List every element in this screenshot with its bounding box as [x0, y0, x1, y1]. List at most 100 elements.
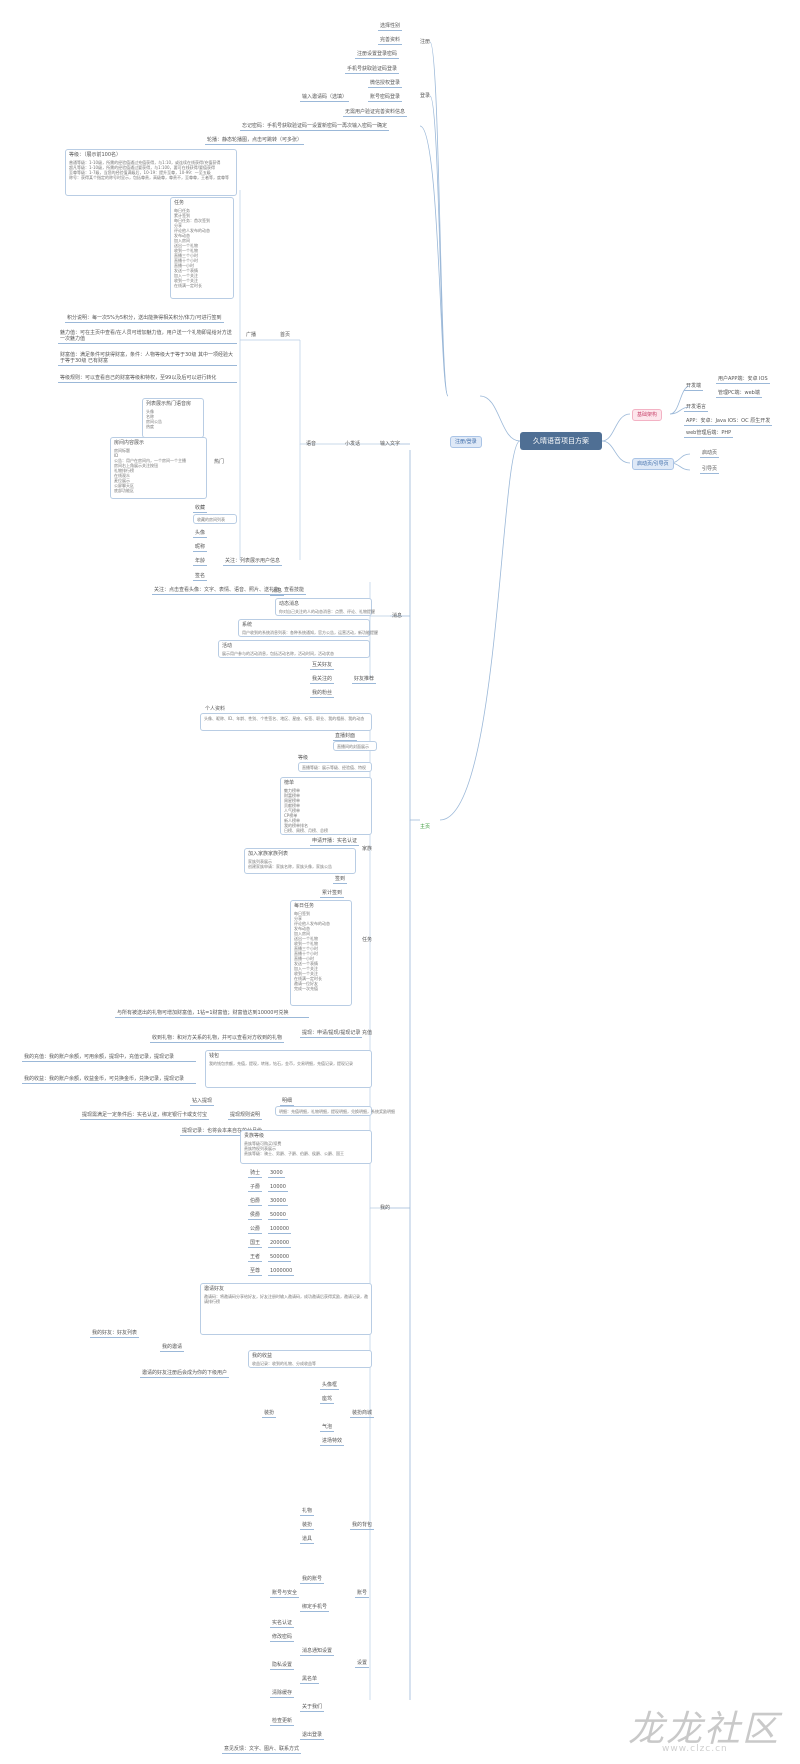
branch-tech[interactable]: 基础架构 — [632, 409, 663, 421]
pack-item-2: 道具 — [300, 1536, 315, 1544]
noble-6: 王者 — [248, 1254, 263, 1262]
reg-item-1: 完善资料 — [378, 37, 403, 45]
gift-note: 与所有被送出的礼物可增加财富值，1钻=1财富值；财富值达到10000可兑换 — [115, 1010, 309, 1018]
income-desc: 收益记录：收到的礼物、分成收益等 — [252, 1361, 316, 1366]
nickname-label: 昵称 — [193, 544, 208, 552]
setting-item-1: 隐私设置 — [270, 1662, 295, 1670]
login-register: 注册 — [420, 39, 431, 45]
wallet-title: 钱包 — [209, 1053, 220, 1059]
noble-price-1: 10000 — [268, 1184, 288, 1192]
rank-line: 贡献榜单 — [284, 803, 300, 808]
level-mark-note: 等级规则：可以查看自己的财富等级和特权，至99以及后可以进行转化 — [58, 375, 237, 383]
task-line: 在线满一定时长 — [174, 283, 202, 288]
noble-line: 贵族等级：骑士、男爵、子爵、伯爵、侯爵、公爵、国王 — [244, 1151, 344, 1156]
notify-desc: 展示用户参与的活动消息，包括活动名称，活动时间，活动状态 — [222, 651, 334, 656]
dress-item-1: 座驾 — [320, 1396, 335, 1404]
account-item-0: 我的账号 — [300, 1576, 325, 1584]
my-withdraw: 我的收益：我的账户余额，收益金币，可兑换金币，兑换记录，提现记录 — [22, 1076, 196, 1084]
rec-box: 列表展示热门语音房 头像 名称 房间公告 热度 — [142, 398, 204, 438]
daily-line: 直播一小时 — [294, 956, 314, 961]
daily-line: 分享 — [294, 916, 302, 921]
dyn-title: 动态消息 — [279, 601, 300, 607]
setting-item-3: 清除缓存 — [270, 1690, 295, 1698]
daily-line: 评论他人发布的动态 — [294, 921, 330, 926]
noble-price-2: 30000 — [268, 1198, 288, 1206]
notify-box: 活动 展示用户参与的活动消息，包括活动名称，活动时间，活动状态 — [218, 640, 370, 658]
account-item-1: 账号与安全 — [270, 1590, 300, 1598]
login-input-code: 输入邀请码（选填） — [300, 94, 350, 102]
branch-launch[interactable]: 启动页/引导页 — [632, 458, 674, 470]
task-line: 每日任务：首次签到 — [174, 218, 210, 223]
level-desc-box: 直播等级：展示等级、经验值、特权 — [298, 762, 372, 772]
charm-note: 魅力值：可在主页中查看/在人员可增加魅力值，用户送一个礼物即是给对方送一次魅力值 — [58, 330, 237, 344]
setting-item-2: 黑名单 — [300, 1676, 320, 1684]
task-box-title: 任务 — [174, 200, 185, 206]
noble-2: 伯爵 — [248, 1198, 263, 1206]
noble-price-7: 1000000 — [268, 1268, 295, 1276]
login-item-0: 微信授权登录 — [368, 80, 403, 88]
noble-1: 子爵 — [248, 1184, 263, 1192]
noble-price-6: 500000 — [268, 1254, 292, 1262]
noble-price-3: 50000 — [268, 1212, 288, 1220]
daily-lines: 每日签到 分享 评论他人发布的动态 发布动态 加入房间 送出一个礼物 收到一个礼… — [291, 909, 351, 993]
main-mic: 首页 — [280, 332, 291, 338]
room-line: 房间标题 — [114, 448, 130, 453]
rank-title: 榜单 — [284, 780, 295, 786]
setting-item-6: 退出登录 — [300, 1732, 325, 1740]
noble-lines: 贵族等级可购买/续费 贵族特权列表展示 贵族等级：骑士、男爵、子爵、伯爵、侯爵、… — [241, 1139, 371, 1158]
setting-item-5: 检查更新 — [270, 1718, 295, 1726]
profile-box: 头像、昵称、ID、年龄、性别、个性签名、地区、星座、标签、职业、我的相册、我的动… — [200, 713, 372, 731]
level-title: 等级 — [298, 755, 309, 761]
family-label: 家族 — [362, 846, 373, 852]
friend-item-2: 我的粉丝 — [310, 690, 335, 698]
room-line: 公屏聊天区 — [114, 483, 134, 488]
sign-in: 签到 — [333, 876, 348, 884]
level-box-title: 等级：（展示前100名） — [69, 152, 122, 158]
rec-line: 名称 — [146, 414, 154, 419]
family-box: 加入家族家族列表 家族列表展示 创建家族申请：家族名称，家族头像，家族公告 — [244, 848, 356, 874]
branch-login[interactable]: 注册/登录 — [450, 436, 482, 448]
daily-line: 加入一个关注 — [294, 966, 318, 971]
branch-main[interactable]: 主页 — [420, 824, 431, 830]
daily-line: 加入房间 — [294, 931, 310, 936]
rank-line: 新人榜单 — [284, 818, 300, 823]
task-line: 分享 — [174, 223, 182, 228]
system-box: 系统 用户收到的系统消息列表：各种系统通知，官方公告，运营活动，新功能提醒 — [238, 619, 378, 637]
wd-note: 提现需满足一定条件后：实名认证，绑定银行卡或支付宝 — [80, 1112, 210, 1120]
friend-item-0: 互关好友 — [310, 662, 335, 670]
rank-line: 人气榜单 — [284, 808, 300, 813]
watermark-logo: 龙龙社区 — [628, 1709, 781, 1750]
follow-hint: 关注：列表展示用户信息 — [223, 558, 283, 566]
income-box: 我的收益 收益记录：收到的礼物、分成收益等 — [248, 1350, 372, 1368]
task-line: 每日任务 — [174, 208, 190, 213]
login-forgot: 忘记密码：手机号获取验证码一设置新密码一再次输入密码一确定 — [240, 123, 390, 131]
root-node[interactable]: 久晴语音项目方案 — [520, 432, 602, 450]
family-line: 家族列表展示 — [248, 859, 272, 864]
room-line: 公告：用户在房间内，一个房间一个主播 — [114, 458, 186, 463]
dress-item-0: 头像框 — [320, 1382, 340, 1390]
collect: 收藏 — [193, 505, 208, 513]
charm-note-2: 收到礼物：和对方关系的礼物，并可以查看对方收到的礼物 — [150, 1035, 285, 1043]
login-bind-phone: 无需用户验证完善资料信息 — [343, 109, 408, 117]
cover-box: 直播间的封面展示 — [333, 741, 377, 751]
daily-line: 邀请一位好友 — [294, 981, 318, 986]
task-line: 直播三个小时 — [174, 253, 198, 258]
reg-item-3: 手机号获取验证码登录 — [345, 66, 400, 74]
noble-7: 至尊 — [248, 1268, 263, 1276]
tech-dev-type: 开发端 — [684, 383, 704, 391]
cover-desc: 直播间的封面展示 — [337, 744, 369, 749]
friend-item-1: 我关注的 — [310, 676, 335, 684]
reg-item-0: 选择性别 — [378, 23, 403, 31]
tech-dev-lang: 开发语言 — [684, 404, 709, 412]
cert-title: 申请开播：实名认证 — [310, 838, 360, 846]
account-item-3: 实名认证 — [270, 1620, 295, 1628]
task-line: 直播十个小时 — [174, 258, 198, 263]
task-line: 直播一小时 — [174, 263, 194, 268]
level-box-lines: 普通等级：1-10级，所需的经验值通过充值获得，与1:10，或连续在线获得/充值… — [66, 158, 236, 182]
level-line: 至尊等级：1-7级，当您的经验值满级后，10-19：提升至尊，10-99：一至五… — [69, 170, 211, 175]
family-line: 创建家族申请：家族名称，家族头像，家族公告 — [248, 864, 332, 869]
points-note: 积分说明：每一次5%为5积分，送出能换得相关积分/体力/可进行签到 — [65, 315, 224, 323]
dyn-box: 动态消息 你对自己关注的人的动态消息：点赞、评论、礼物提醒 — [275, 598, 375, 616]
family-title: 加入家族家族列表 — [248, 851, 289, 857]
